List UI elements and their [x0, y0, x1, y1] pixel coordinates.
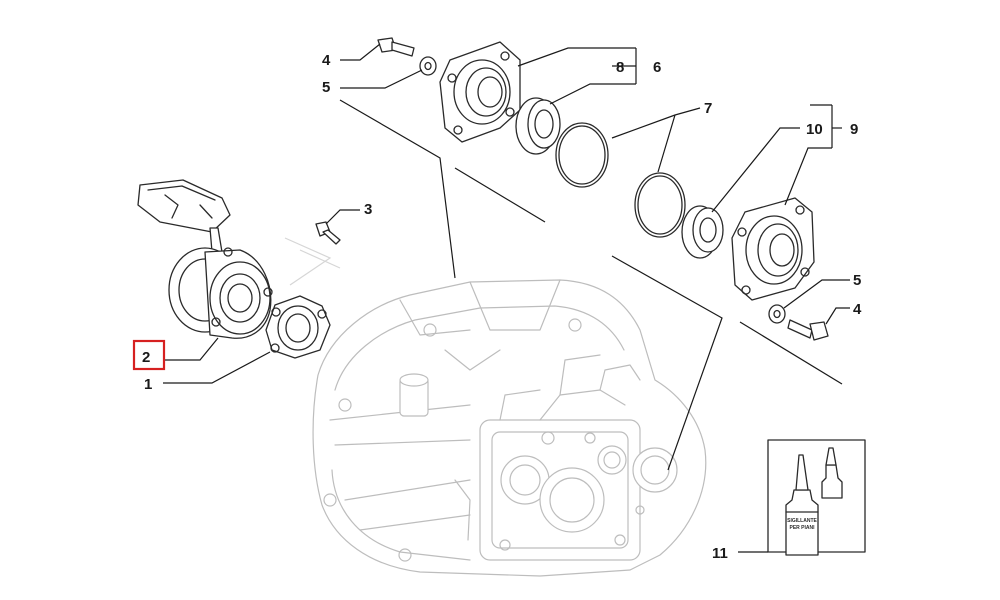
callout-7[interactable]: 7 — [704, 100, 712, 117]
bottle-label-line2: PER PIANI — [789, 525, 815, 531]
gearbox-housing — [312, 279, 707, 577]
callout-leaders — [163, 43, 850, 553]
explosion-guide-lines — [284, 99, 843, 471]
callout-9[interactable]: 9 — [850, 121, 858, 138]
bottle-label-line1: SIGILLANTE — [787, 518, 817, 524]
part-8-seal-top[interactable] — [515, 97, 561, 155]
part-9-flange-cover-right[interactable] — [731, 197, 815, 301]
part-4-bolt-top[interactable] — [377, 37, 415, 57]
callout-numbers: 1 2 3 4 5 8 6 7 10 9 5 4 11 — [142, 52, 862, 562]
part-2-concentric-slave-cylinder[interactable] — [137, 179, 273, 339]
callout-10[interactable]: 10 — [806, 121, 823, 138]
callout-11[interactable]: 11 — [712, 545, 728, 562]
callout-3[interactable]: 3 — [364, 201, 372, 218]
part-4-bolt-right[interactable] — [787, 319, 829, 341]
callout-5-right[interactable]: 5 — [853, 272, 861, 289]
part-3-screw[interactable] — [315, 221, 341, 245]
callout-1[interactable]: 1 — [144, 376, 152, 393]
callout-8[interactable]: 8 — [616, 59, 624, 76]
callout-5-top[interactable]: 5 — [322, 79, 330, 96]
callout-2[interactable]: 2 — [142, 349, 150, 366]
callout-6[interactable]: 6 — [653, 59, 661, 76]
part-5-washer-right[interactable] — [768, 304, 786, 324]
part-10-seal-right[interactable] — [681, 205, 724, 259]
part-5-washer-top[interactable] — [419, 56, 437, 76]
callout-4-right[interactable]: 4 — [853, 301, 862, 318]
part-6-flange-cover-top[interactable] — [439, 41, 521, 143]
part-1-bearing-carrier-plate[interactable] — [265, 295, 331, 359]
part-7-o-ring-top[interactable] — [555, 122, 609, 188]
callout-4-top[interactable]: 4 — [322, 52, 331, 69]
part-7-o-ring-right[interactable] — [634, 172, 686, 238]
selected-part-highlight-box — [132, 339, 166, 371]
part-11-sealant-box[interactable]: SIGILLANTE PER PIANI — [767, 439, 866, 556]
